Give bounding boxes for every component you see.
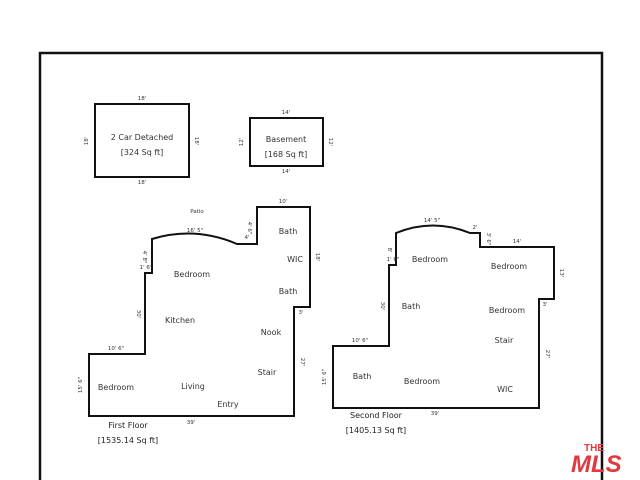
ff-dim: 3' — [298, 310, 303, 316]
sf-dim: 15' 6" — [322, 369, 328, 385]
sf-dim: 2' — [472, 225, 477, 231]
ff-room-bedroom: Bedroom — [174, 270, 210, 279]
basement-dim-left: 12' — [239, 138, 245, 147]
garage-area: [324 Sq ft] — [121, 148, 164, 157]
basement-area: [168 Sq ft] — [265, 150, 308, 159]
first-floor-title: First Floor — [108, 421, 148, 430]
second-floor-outline — [332, 224, 555, 409]
logo-the: THE — [584, 443, 604, 454]
sf-dim: 27' — [544, 350, 550, 359]
sf-dim: 1' 6" — [387, 257, 400, 263]
ff-dim: 4' 8" — [141, 251, 147, 264]
ff-room-bedroom-2: Bedroom — [98, 383, 134, 392]
sf-room-wic: WIC — [497, 385, 513, 394]
sf-room-bedroom-2: Bedroom — [491, 262, 527, 271]
sf-dim: 13' — [558, 269, 564, 278]
ff-dim: 39' — [187, 420, 196, 426]
second-floor-title: Second Floor — [350, 411, 403, 420]
mls-logo: THE MLS — [571, 443, 622, 474]
logo-mls: MLS — [571, 451, 622, 474]
first-floor-outline — [88, 206, 311, 417]
basement-dim-top: 14' — [282, 110, 291, 116]
ff-dim: 16' 5" — [187, 228, 203, 234]
basement-dim-bottom: 14' — [282, 169, 291, 175]
sf-room-bath-2: Bath — [353, 372, 372, 381]
ff-room-wic: WIC — [287, 255, 303, 264]
second-floor-area: [1405.13 Sq ft] — [346, 426, 406, 435]
garage-dim-right: 18' — [193, 137, 199, 146]
sf-room-stair: Stair — [495, 336, 514, 345]
ff-dim: 27' — [299, 358, 305, 367]
sf-dim: 10' 6" — [352, 338, 368, 344]
ff-dim: 30' — [135, 310, 141, 319]
garage-dim-left: 18' — [84, 137, 90, 146]
sf-room-bedroom-4: Bedroom — [404, 377, 440, 386]
ff-dim: 10' — [279, 199, 288, 205]
garage-dim-top: 18' — [138, 96, 147, 102]
garage-label: 2 Car Detached — [111, 133, 174, 142]
ff-room-stair: Stair — [258, 368, 277, 377]
plan-frame — [38, 51, 604, 480]
garage-outline — [94, 103, 190, 178]
ff-room-nook: Nook — [261, 328, 282, 337]
ff-room-bath-2: Bath — [279, 287, 298, 296]
sf-dim: 8' — [386, 247, 392, 252]
sf-room-bedroom-3: Bedroom — [489, 306, 525, 315]
sf-dim: 39' — [431, 411, 440, 417]
ff-dim: 4' 6" — [246, 222, 252, 235]
ff-dim: 1' 6" — [140, 265, 153, 271]
ff-dim: 18' — [314, 253, 320, 262]
ff-room-entry: Entry — [217, 400, 239, 409]
sf-dim: 3' 6" — [485, 233, 491, 246]
basement-dim-right: 12' — [327, 138, 333, 147]
first-floor-area: [1535.14 Sq ft] — [98, 436, 158, 445]
ff-dim: 10' 6" — [108, 346, 124, 352]
basement-label: Basement — [266, 135, 306, 144]
sf-dim: 14' 5" — [424, 218, 440, 224]
sf-dim: 3' — [542, 302, 547, 308]
sf-room-bedroom: Bedroom — [412, 255, 448, 264]
basement-outline — [249, 117, 324, 167]
ff-room-living: Living — [181, 382, 205, 391]
ff-room-bath: Bath — [279, 227, 298, 236]
garage-dim-bottom: 18' — [138, 180, 147, 186]
ff-dim: 15' 6" — [78, 377, 84, 393]
ff-room-kitchen: Kitchen — [165, 316, 195, 325]
sf-room-bath: Bath — [402, 302, 421, 311]
sf-dim: 14' — [513, 239, 522, 245]
sf-dim: 30' — [379, 302, 385, 311]
ff-dim: 4' — [244, 235, 249, 241]
patio-label: Patio — [190, 209, 204, 215]
